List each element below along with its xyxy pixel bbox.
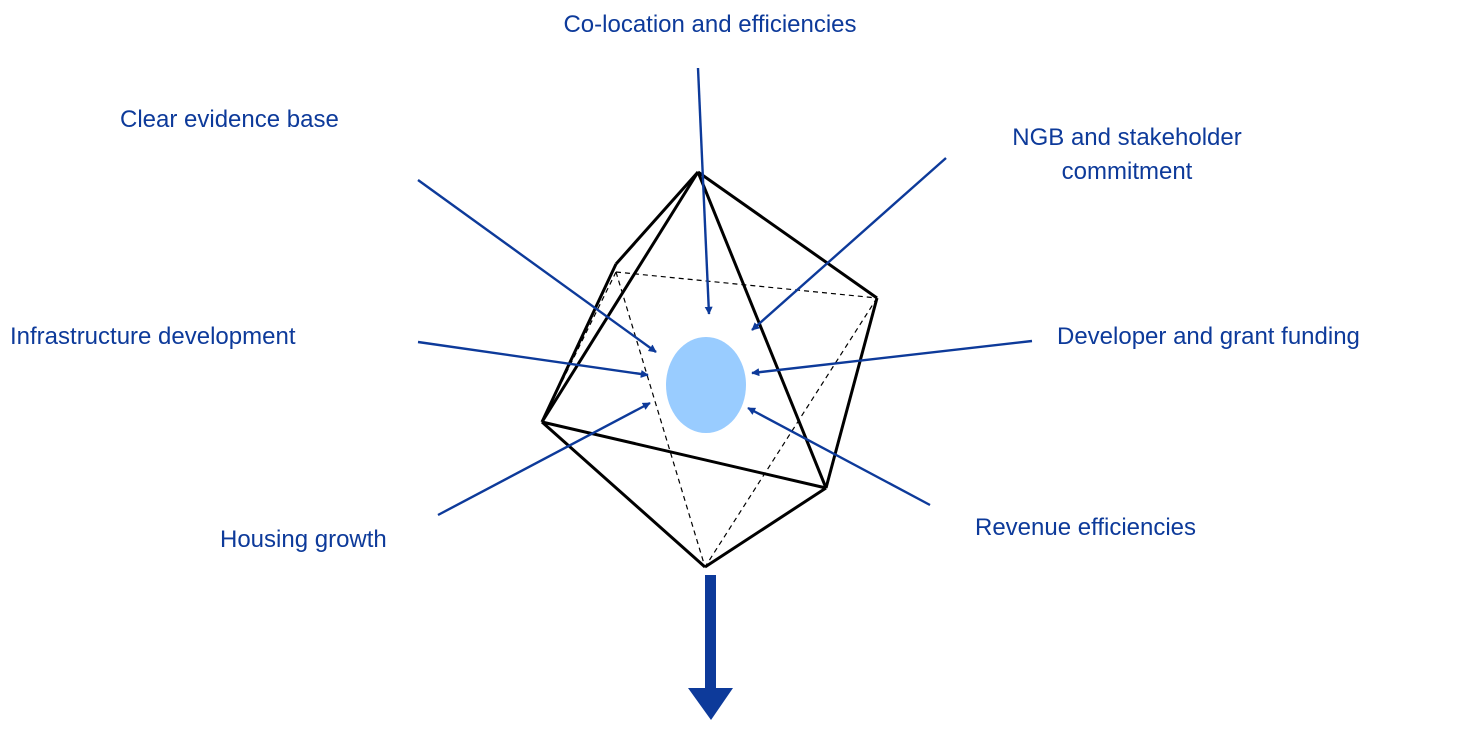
label-evidence: Clear evidence base <box>120 106 339 133</box>
label-infrastructure: Infrastructure development <box>10 323 296 350</box>
hidden-edge <box>615 271 706 568</box>
edge <box>614 171 700 265</box>
edge <box>540 171 700 423</box>
arrow-evidence <box>417 179 657 353</box>
arrow-revenue <box>747 406 931 507</box>
edge <box>540 263 618 423</box>
edge <box>541 420 706 569</box>
edge <box>824 297 879 489</box>
arrow-colocation <box>696 67 713 315</box>
hidden-edge <box>615 271 878 299</box>
label-housing: Housing growth <box>220 526 387 553</box>
edge <box>697 170 878 300</box>
output-arrow-shaft <box>705 575 716 689</box>
label-developer: Developer and grant funding <box>1057 323 1360 350</box>
hidden-edge <box>704 297 878 568</box>
edge <box>696 171 828 489</box>
output-arrow-head <box>688 688 733 720</box>
core-ellipse <box>666 337 746 433</box>
label-colocation: Co-location and efficiencies <box>563 11 857 38</box>
label-ngb-line1: NGB and stakeholder <box>1012 124 1242 151</box>
arrow-infrastructure <box>417 340 649 378</box>
label-ngb-line2: commitment <box>1061 158 1193 185</box>
output-arrow <box>688 575 733 720</box>
label-revenue: Revenue efficiencies <box>975 514 1197 541</box>
driver-arrows <box>417 67 1033 517</box>
label-ngb: NGB and stakeholder commitment <box>962 121 1292 189</box>
edge <box>541 420 827 490</box>
arrow-housing <box>437 401 651 517</box>
edge <box>704 486 827 569</box>
arrow-developer <box>751 339 1033 377</box>
arrow-ngb <box>751 157 947 331</box>
polyhedron-visible-edges <box>540 170 879 569</box>
